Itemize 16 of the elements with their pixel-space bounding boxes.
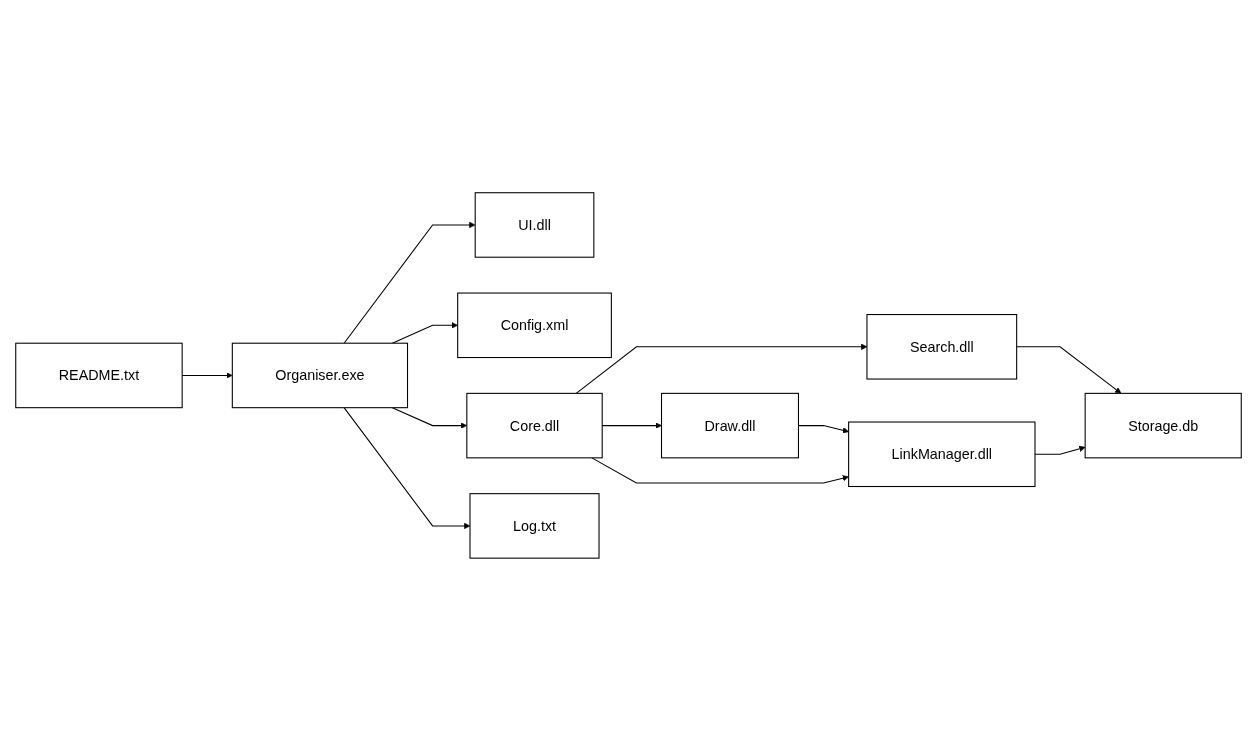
node-box: README.txt: [15, 342, 183, 409]
node-box: Log.txt: [469, 493, 600, 559]
arrow: [591, 457, 849, 484]
node-box: LinkManager.dll: [848, 421, 1036, 488]
arrow: [1034, 445, 1086, 455]
arrow: [343, 221, 476, 344]
node-box: Config.xml: [457, 292, 612, 359]
node-box: Storage.db: [1084, 392, 1242, 459]
node-box: Draw.dll: [661, 392, 799, 459]
node-box: Organiser.exe: [231, 342, 409, 409]
node-box: Core.dll: [466, 392, 603, 459]
arrow: [1016, 346, 1122, 394]
node-box: Search.dll: [866, 314, 1018, 380]
arrow: [343, 407, 471, 530]
node-box: UI.dll: [474, 192, 595, 258]
arrow: [391, 322, 458, 344]
